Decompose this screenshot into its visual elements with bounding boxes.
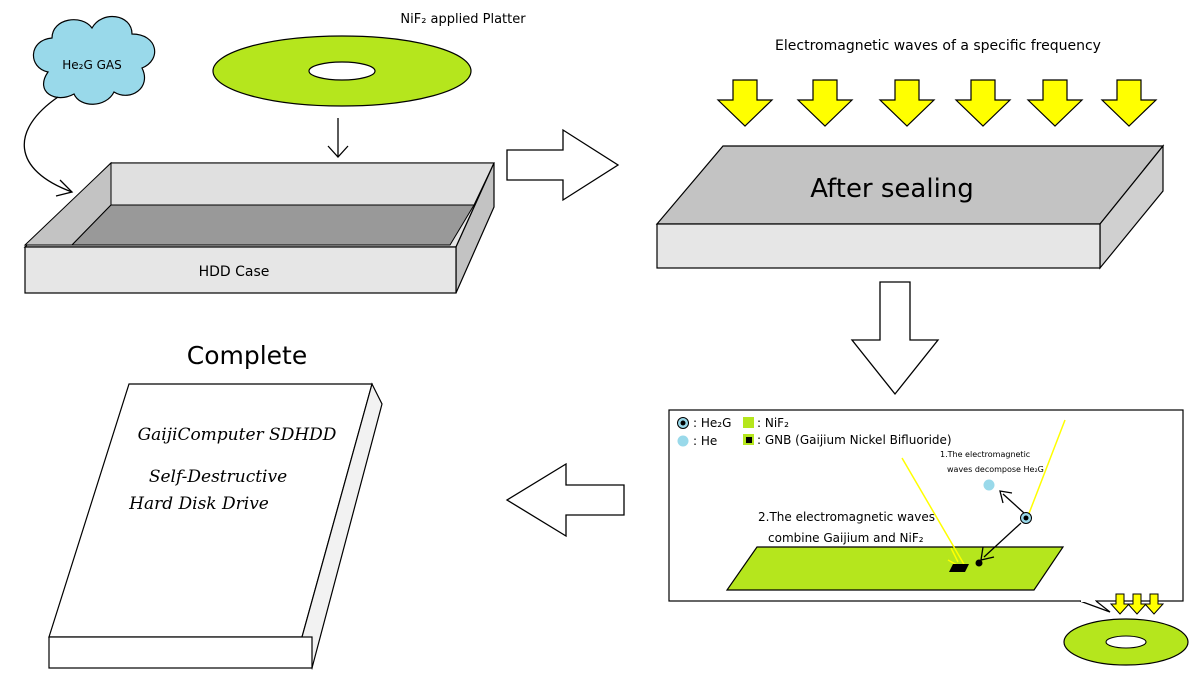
hdd-case: HDD Case (23, 161, 495, 294)
product-line3: Hard Disk Drive (128, 494, 269, 514)
platter-label: NiF₂ applied Platter (400, 12, 526, 27)
gas-cloud: He₂G GAS (32, 15, 156, 105)
legend-nif2: : NiF₂ (757, 416, 789, 430)
em-wave-arrows (716, 79, 1158, 127)
flow-arrow-down (850, 281, 940, 396)
note2-line1: 2.The electromagnetic waves (758, 510, 935, 524)
he-particle (983, 479, 995, 491)
legend-gnb: : GNB (Gaijium Nickel Bifluoride) (757, 433, 952, 447)
product-line2: Self-Destructive (149, 467, 287, 487)
sealed-case: After sealing (655, 144, 1165, 270)
product-line1: GaijiComputer SDHDD (138, 425, 337, 445)
small-wave-arrows (1109, 593, 1165, 615)
note2-line2: combine Gaijium and NiF₂ (768, 531, 924, 545)
gas-flow-arrowhead (55, 179, 74, 197)
gas-label: He₂G GAS (62, 58, 121, 72)
sdhdd-box (48, 382, 383, 671)
gnb-particle (949, 564, 969, 572)
note1-line2: waves decompose He₂G (947, 465, 1044, 474)
nif2-surface (725, 546, 1065, 591)
case-label: HDD Case (199, 264, 270, 280)
gaijium-particle (975, 559, 983, 567)
legend-he2g: : He₂G (693, 416, 731, 430)
flow-arrow-left (505, 462, 625, 538)
note1-line1: 1.The electromagnetic (940, 450, 1030, 459)
complete-label: Complete (187, 341, 307, 370)
legend: : He₂G : He : NiF₂ : GNB (Gaijium Nickel… (677, 416, 952, 448)
gas-flow-arrow (23, 96, 73, 193)
small-platter (1063, 618, 1189, 666)
waves-label: Electromagnetic waves of a specific freq… (775, 38, 1101, 54)
flow-arrow-right (506, 128, 620, 202)
nif2-platter (212, 35, 472, 107)
legend-he: : He (693, 434, 717, 448)
sealed-label: After sealing (810, 174, 974, 204)
